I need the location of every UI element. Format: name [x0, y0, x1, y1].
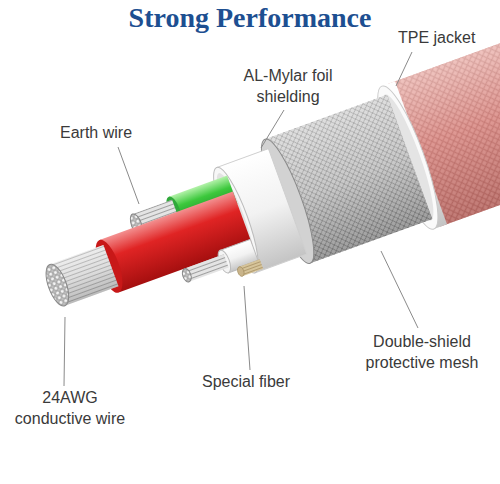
part-label: Special fiber — [202, 372, 290, 393]
part-label: AL-Mylar foil shielding — [222, 66, 354, 108]
part-label: Earth wire — [60, 123, 132, 144]
part-label: Double-shield protective mesh — [352, 332, 492, 374]
part-label: 24AWG conductive wire — [8, 388, 132, 430]
part-label: TPE jacket — [398, 28, 475, 49]
leader-lines — [64, 52, 418, 386]
